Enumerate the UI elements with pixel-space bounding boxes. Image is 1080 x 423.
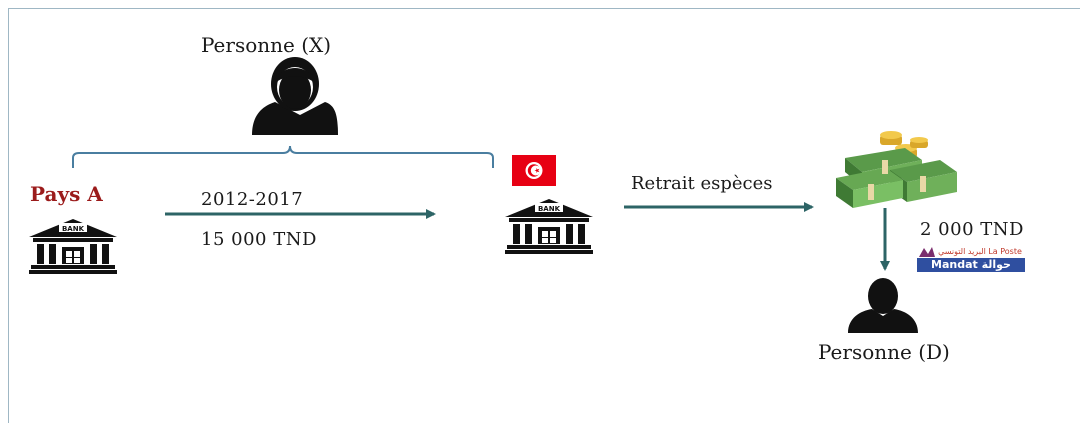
cash-stack-icon (836, 131, 957, 208)
mandat-logo: البريد التونسي La Poste Tunisienne Manda… (917, 246, 1025, 272)
svg-text:BANK: BANK (62, 225, 85, 233)
payout-amount: 2 000 TND (920, 219, 1024, 240)
person-x-label: Personne (X) (201, 33, 332, 57)
withdrawal-label: Retrait espèces (631, 173, 773, 194)
diagram-frame (8, 8, 1080, 423)
person-x-icon (252, 57, 338, 135)
svg-text:BANK: BANK (538, 205, 561, 213)
grouping-bracket (72, 145, 494, 168)
person-d-icon (848, 278, 918, 333)
transfer-amount: 15 000 TND (201, 229, 317, 250)
tunisia-flag-icon (512, 155, 556, 186)
country-a-label: Pays A (30, 182, 103, 206)
person-d-label: Personne (D) (818, 340, 950, 364)
transfer-period: 2012-2017 (201, 189, 304, 210)
bank-a-icon: BANK (29, 219, 117, 274)
mandat-logo-text: Mandat حوالة (917, 258, 1025, 272)
bank-tn-icon: BANK (505, 199, 593, 254)
